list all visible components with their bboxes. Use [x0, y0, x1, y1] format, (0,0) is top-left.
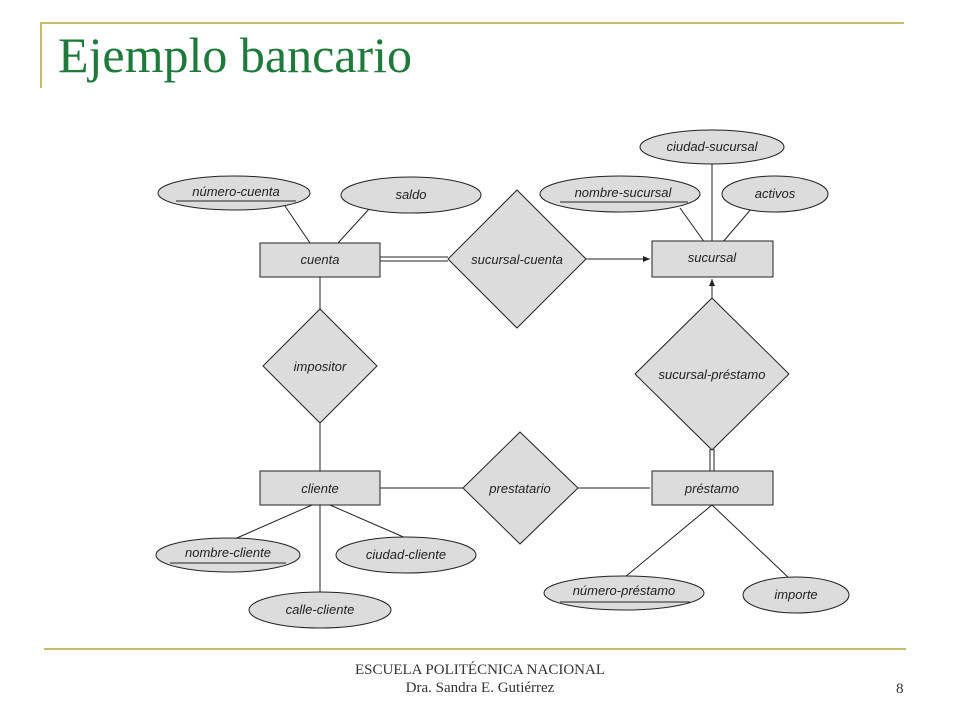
attribute-label: saldo	[395, 187, 426, 202]
attribute-numero-prestamo: número-préstamo	[543, 575, 705, 611]
attribute-numero-cuenta: número-cuenta	[157, 175, 311, 211]
relationship-sucursal-prestamo: sucursal-préstamo	[634, 297, 790, 451]
line-cliente-ciudad-cliente	[329, 504, 409, 540]
attribute-calle-cliente: calle-cliente	[248, 591, 392, 629]
left-rule	[40, 22, 42, 88]
line-activos-sucursal	[721, 207, 753, 244]
entity-cliente: cliente	[259, 470, 381, 506]
relationship-label: impositor	[294, 359, 347, 374]
connectors	[229, 162, 791, 594]
line-cliente-nombre-cliente	[229, 504, 313, 542]
page-number: 8	[896, 681, 904, 697]
attribute-label: número-préstamo	[573, 583, 676, 598]
attribute-label: importe	[774, 587, 817, 602]
entity-cuenta: cuenta	[259, 242, 381, 278]
attribute-activos: activos	[721, 175, 829, 213]
slide-title: Ejemplo bancario	[58, 27, 413, 83]
line-numero-cuenta-cuenta	[284, 205, 311, 244]
attribute-saldo: saldo	[340, 176, 482, 214]
attribute-importe: importe	[742, 576, 850, 614]
entity-sucursal: sucursal	[651, 240, 774, 278]
line-prestamo-numero-prestamo	[624, 504, 713, 578]
entity-label: sucursal	[688, 250, 738, 265]
relationship-label: sucursal-cuenta	[471, 252, 563, 267]
attribute-nombre-cliente: nombre-cliente	[155, 537, 301, 573]
entity-label: préstamo	[684, 481, 739, 496]
relationship-prestatario: prestatario	[462, 431, 579, 545]
footer-institution: ESCUELA POLITÉCNICA NACIONAL	[355, 662, 605, 678]
relationship-sucursal-cuenta: sucursal-cuenta	[447, 189, 587, 329]
entity-label: cliente	[301, 481, 339, 496]
bottom-rule	[44, 648, 906, 650]
relationship-label: sucursal-préstamo	[659, 367, 766, 382]
entity-prestamo: préstamo	[651, 470, 774, 506]
attribute-label: calle-cliente	[286, 602, 355, 617]
slide-footer: ESCUELA POLITÉCNICA NACIONAL Dra. Sandra…	[0, 661, 960, 697]
attribute-nombre-sucursal: nombre-sucursal	[539, 175, 701, 213]
attribute-ciudad-sucursal: ciudad-sucursal	[639, 129, 785, 165]
relationship-label: prestatario	[488, 481, 550, 496]
line-nombre-sucursal-sucursal	[679, 207, 706, 244]
line-prestamo-importe	[711, 504, 791, 580]
attribute-label: nombre-cliente	[185, 545, 271, 560]
attribute-ciudad-cliente: ciudad-cliente	[335, 536, 477, 574]
entity-label: cuenta	[300, 252, 339, 267]
relationship-impositor: impositor	[262, 308, 378, 424]
attribute-label: ciudad-sucursal	[666, 139, 758, 154]
attribute-label: activos	[755, 186, 796, 201]
footer-author: Dra. Sandra E. Gutiérrez	[405, 680, 555, 696]
attribute-label: ciudad-cliente	[366, 547, 446, 562]
attribute-label: nombre-sucursal	[575, 185, 673, 200]
attribute-label: número-cuenta	[192, 184, 279, 199]
top-rule	[40, 22, 904, 24]
line-saldo-cuenta	[337, 207, 371, 244]
